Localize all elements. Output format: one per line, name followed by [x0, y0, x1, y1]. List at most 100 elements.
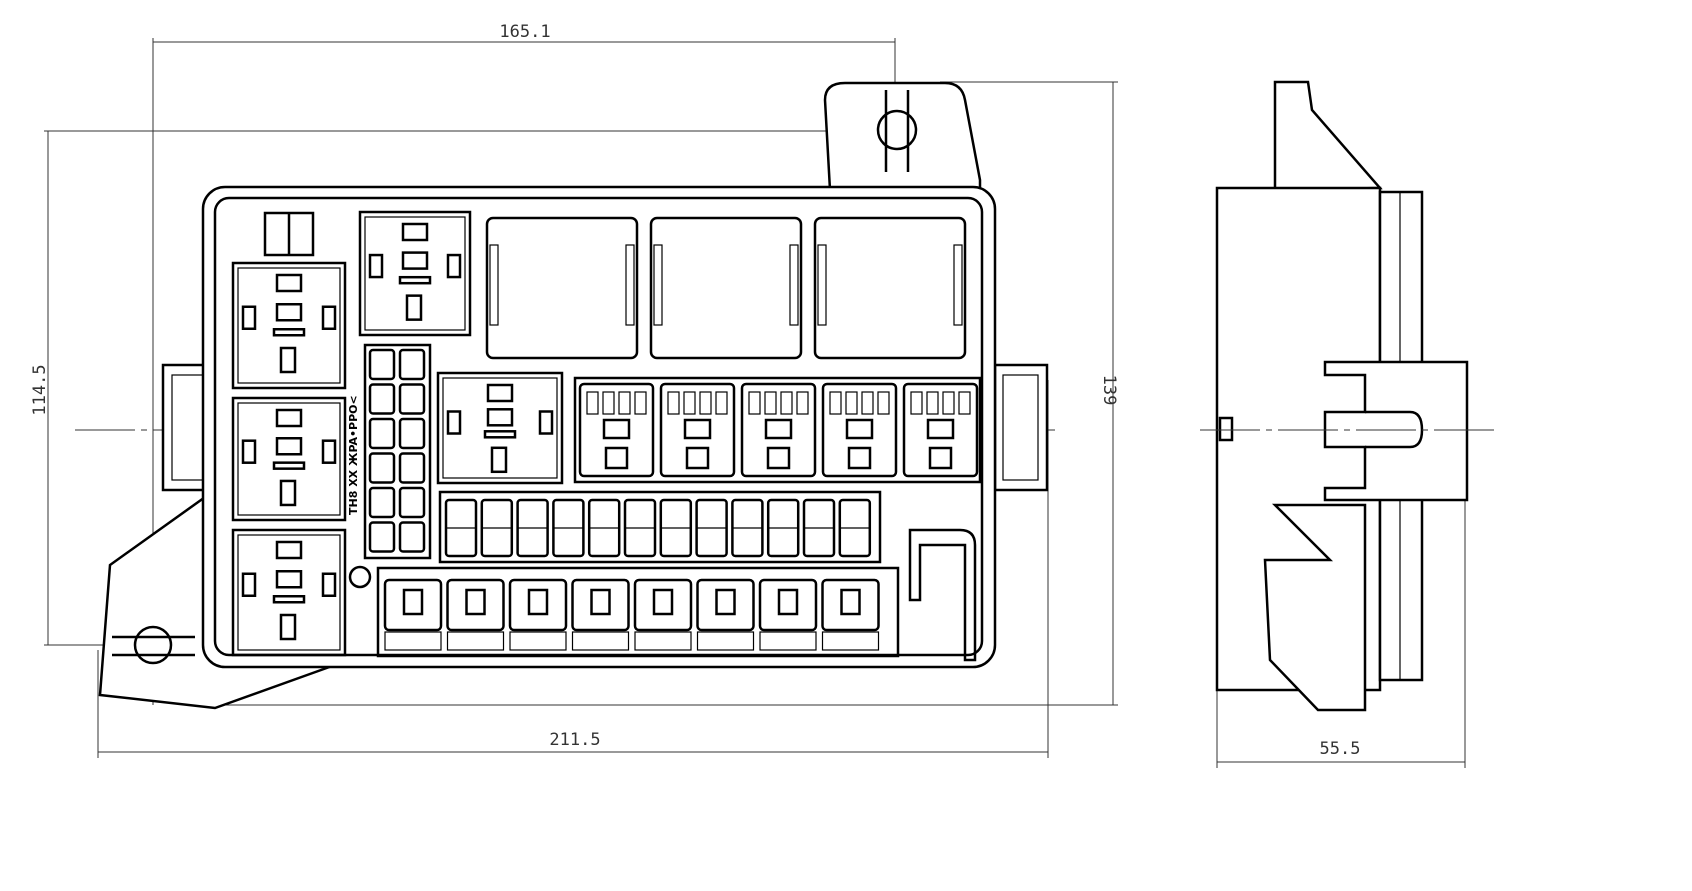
maxi-fuse-terminal [715, 588, 736, 616]
relay-3-inner [237, 534, 341, 651]
maxi-fuse-8 [821, 578, 880, 632]
empty-relay-slot-2 [649, 216, 803, 360]
relay-terminal [275, 408, 303, 428]
dimension-55-5: 55.5 [1216, 500, 1466, 768]
mini-relay-pin [748, 391, 761, 415]
fuse-column-fuse [398, 417, 426, 450]
maxi-fuse-terminal [465, 588, 486, 616]
maxi-fuse-base [571, 631, 630, 651]
fuse-column-fuse [368, 521, 396, 553]
maxi-fuse-1 [383, 578, 443, 632]
mount-hole-top [876, 109, 918, 151]
relay-terminal [321, 439, 337, 464]
mini-relay-block-4 [821, 382, 898, 478]
relay-terminal [275, 303, 303, 322]
fuse-column-fuse [398, 383, 426, 415]
maxi-fuse-base [634, 631, 692, 651]
mini-relay-pin [926, 391, 939, 415]
mini-relay-pin [683, 391, 696, 415]
relay-5-inner [442, 377, 558, 479]
relay-terminal [279, 613, 297, 641]
maxi-fuse-2 [446, 578, 505, 632]
mini-relay-pin [928, 446, 953, 470]
relay-terminal [321, 572, 337, 597]
maxi-fuse-terminal [590, 588, 611, 616]
side-pin [1218, 416, 1234, 442]
mini-relay-pin [586, 391, 599, 415]
mini-relay-pin [634, 391, 647, 415]
mini-relay-pin [829, 391, 842, 415]
mini-relay-block-1 [578, 382, 655, 478]
mount-hole-bottom [133, 625, 173, 665]
relay-1-inner [237, 267, 341, 384]
slot-latch [489, 244, 499, 326]
fuse-column-fuse [368, 417, 396, 450]
mini-fuse-bay [438, 490, 882, 564]
relay-4-inner [364, 216, 466, 331]
dimension-114-5: 114.5 [30, 130, 940, 646]
front-view: TH8 XX ЖPA•PPO< [98, 81, 1049, 710]
relay-terminal [272, 595, 306, 604]
mini-relay-pin [667, 391, 680, 415]
maxi-fuse-terminal [402, 588, 424, 616]
relay-terminal [538, 410, 554, 435]
mini-relay-pin [715, 391, 728, 415]
mini-relay-block-5 [902, 382, 979, 478]
relay-terminal [401, 222, 429, 242]
maxi-fuse-6 [696, 578, 755, 632]
relay-terminal [405, 294, 423, 321]
mini-relay-pin [604, 446, 629, 470]
mini-relay-pin [861, 391, 874, 415]
maxi-fuse-terminal [652, 588, 674, 616]
mini-relay-block-3 [740, 382, 817, 478]
maxi-fuse-base [384, 631, 442, 651]
maxi-fuse-base [446, 631, 505, 651]
relay-5 [436, 371, 564, 485]
maxi-fuse-base [759, 631, 817, 651]
empty-relay-slot-3 [813, 216, 967, 360]
mini-relay-pin [845, 391, 858, 415]
mini-relay-pin [796, 391, 809, 415]
relay-terminal [279, 479, 297, 507]
maxi-fuse-base [696, 631, 755, 651]
maxi-fuse-5 [633, 578, 693, 632]
slot-latch [653, 244, 663, 326]
cutout-notch [908, 528, 977, 662]
mini-relay-pin [764, 418, 793, 440]
mount-tab-top [823, 81, 982, 192]
maxi-fuse-3 [508, 578, 568, 632]
relay-1 [231, 261, 347, 390]
mini-relay-pin [699, 391, 712, 415]
mini-relay-pin [942, 391, 955, 415]
slot-latch [817, 244, 827, 326]
mini-relay-pin [683, 418, 712, 440]
maxi-fuse-7 [758, 578, 818, 632]
mini-relay-pin [845, 418, 874, 440]
mini-relay-pin [602, 391, 615, 415]
relay-terminal [486, 408, 514, 427]
side-bottom-wedge [1263, 503, 1367, 712]
relay-3 [231, 528, 347, 657]
relay-terminal [446, 253, 462, 279]
relay-terminal [241, 305, 257, 330]
slot-latch [625, 244, 635, 326]
fuse-column-fuse [368, 383, 396, 415]
mini-relay-pin [602, 418, 631, 440]
mini-relay-pin [926, 418, 955, 440]
relay-2 [231, 396, 347, 522]
relay-terminal [275, 437, 303, 456]
mini-relay-pin [877, 391, 890, 415]
relay-terminal [275, 570, 303, 589]
maxi-fuse-base [821, 631, 880, 651]
relay-terminal [490, 446, 508, 474]
dimension-label-depth: 55.5 [1320, 739, 1361, 759]
empty-relay-slot-1 [485, 216, 639, 360]
dimension-139: 139 [215, 81, 1119, 706]
relay-terminal [272, 328, 306, 337]
maxi-fuse-terminal [777, 588, 799, 616]
fuse-column-fuse [368, 348, 396, 381]
relay-terminal [446, 410, 462, 435]
fuse-column [363, 343, 432, 560]
mini-relay-block-2 [659, 382, 736, 478]
